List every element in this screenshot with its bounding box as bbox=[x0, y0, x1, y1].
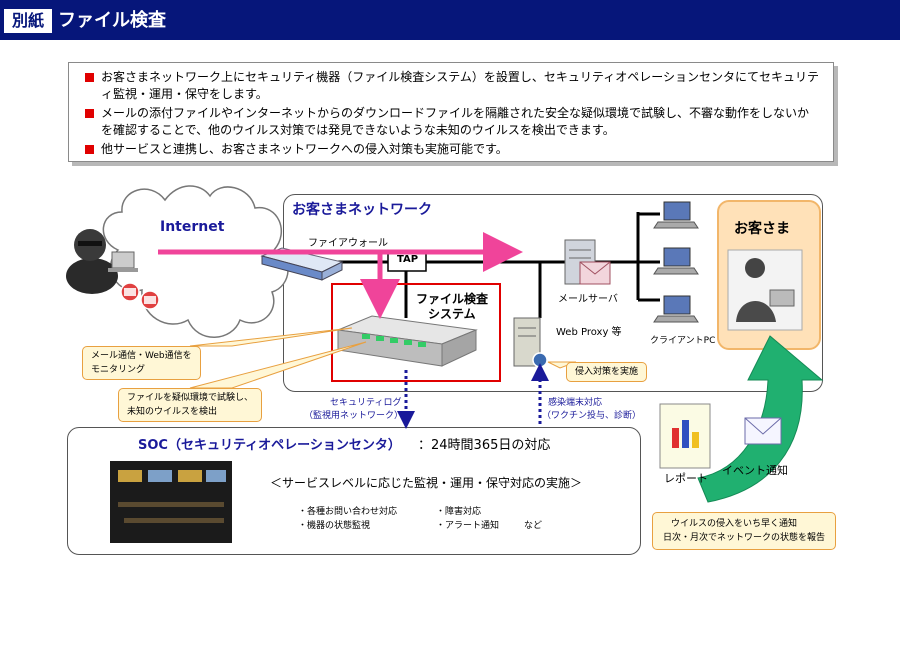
customer-person-icon bbox=[727, 249, 803, 331]
security-log-label-2: （監視用ネットワーク） bbox=[304, 411, 404, 421]
network-label: お客さまネットワーク bbox=[292, 202, 432, 218]
soc-item-status: ・機器の状態監視 bbox=[298, 521, 371, 531]
internet-label: Internet bbox=[160, 219, 225, 235]
infected-label-1: 感染端末対応 bbox=[548, 398, 603, 408]
report-icon bbox=[659, 403, 711, 469]
soc-title-suffix: ：24時間365日の対応 bbox=[418, 438, 551, 453]
soc-subtitle: ＜サービスレベルに応じた監視・運用・保守対応の実施＞ bbox=[270, 476, 583, 490]
bullet-square-icon bbox=[85, 145, 94, 154]
page-title: ファイル検査 bbox=[58, 10, 166, 31]
security-log-label-1: セキュリティログ bbox=[330, 398, 402, 408]
virus-mail-icon bbox=[120, 282, 160, 310]
soc-title: SOC（セキュリティオペレーションセンタ） bbox=[138, 438, 401, 453]
client-pc-label: クライアントPC bbox=[650, 336, 716, 346]
file-inspection-label-2: システム bbox=[428, 307, 476, 321]
intrusion-callout: 侵入対策を実施 bbox=[566, 362, 648, 382]
summary-box: お客さまネットワーク上にセキュリティ機器（ファイル検査システム）を設置し、セキュ… bbox=[68, 62, 834, 162]
soc-item-alert: ・アラート通知 bbox=[436, 521, 500, 531]
firewall-label: ファイアウォール bbox=[308, 238, 388, 249]
bullet-square-icon bbox=[85, 73, 94, 82]
hacker-icon bbox=[66, 229, 138, 294]
web-proxy-label: Web Proxy 等 bbox=[556, 327, 622, 338]
soc-item-inquiry: ・各種お問い合わせ対応 bbox=[298, 507, 398, 517]
sandbox-callout: ファイルを疑似環境で試験し、 未知のウイルスを検出 bbox=[118, 388, 263, 422]
soc-item-etc: など bbox=[524, 521, 543, 531]
soc-photo bbox=[110, 461, 232, 543]
notification-arrow bbox=[697, 335, 824, 503]
bullet-2: メールの添付ファイルやインターネットからのダウンロードファイルを隔離された安全な… bbox=[85, 105, 820, 139]
report-label: レポート bbox=[664, 472, 708, 485]
appendix-tag: 別紙 bbox=[4, 9, 52, 33]
mail-server-label: メールサーバ bbox=[558, 294, 618, 305]
event-notice-label: イベント通知 bbox=[722, 464, 788, 477]
customer-label: お客さま bbox=[734, 221, 790, 237]
monitoring-callout: メール通信・Web通信を モニタリング bbox=[82, 346, 201, 380]
bullet-square-icon bbox=[85, 109, 94, 118]
client-pc-icon bbox=[653, 201, 699, 323]
mail-server-icon bbox=[564, 239, 611, 285]
file-inspection-frame bbox=[331, 283, 501, 382]
web-proxy-icon bbox=[513, 317, 548, 368]
soc-item-failure: ・障害対応 bbox=[436, 507, 482, 517]
bullet-3: 他サービスと連携し、お客さまネットワークへの侵入対策も実施可能です。 bbox=[85, 141, 820, 158]
file-inspection-label-1: ファイル検査 bbox=[416, 292, 489, 306]
event-mail-icon bbox=[744, 417, 782, 445]
tap-label: TAP bbox=[397, 254, 419, 265]
notice-callout: ウイルスの侵入をいち早く通知 日次・月次でネットワークの状態を報告 bbox=[652, 512, 837, 550]
header-bar: 別紙 ファイル検査 bbox=[0, 0, 900, 40]
file-inspection-appliance-icon bbox=[336, 315, 478, 367]
infected-label-2: （ワクチン投与、診断） bbox=[542, 411, 642, 421]
bullet-1: お客さまネットワーク上にセキュリティ機器（ファイル検査システム）を設置し、セキュ… bbox=[85, 69, 820, 103]
